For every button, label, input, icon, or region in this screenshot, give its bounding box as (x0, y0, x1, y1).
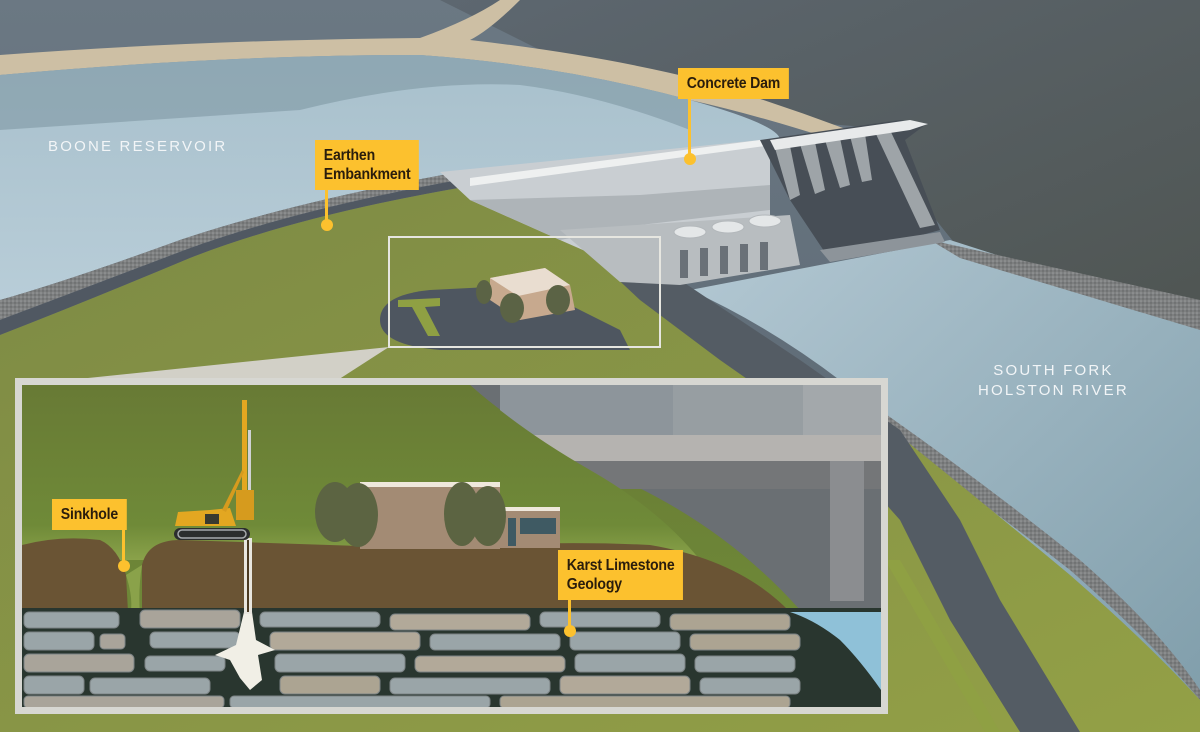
spillway-piers (775, 130, 935, 228)
far-shoreline (0, 0, 900, 162)
callout-label: Sinkhole (52, 499, 127, 530)
soil-layer (22, 538, 128, 612)
parking-island (398, 298, 440, 336)
callout-label-line2: Embankment (323, 166, 411, 183)
callout-leader-line (688, 98, 691, 158)
dam-lower-step (470, 185, 770, 240)
river-label-line2: HOLSTON RIVER (978, 382, 1129, 399)
sinkhole-cavity (126, 565, 142, 615)
building-trees (476, 280, 570, 323)
surge-tanks (673, 214, 782, 239)
callout-label: Karst Limestone Geology (558, 550, 684, 600)
river-riprap (930, 240, 1200, 330)
reservoir-reflection (0, 55, 690, 130)
access-road (560, 225, 1080, 732)
callout-leader-line (568, 600, 571, 630)
reservoir-label: BOONE RESERVOIR (48, 138, 228, 155)
river-bank-riprap (880, 410, 1200, 700)
inset-building-window (520, 518, 556, 534)
grout-injection (215, 612, 275, 690)
callout-label-line1: Karst Limestone (566, 557, 675, 574)
powerhouse-bays (680, 242, 768, 278)
inset-trees (315, 482, 506, 547)
callout-leader-line (122, 529, 125, 564)
callout-label: Earthen Embankment (315, 140, 420, 190)
callout-dot (118, 560, 130, 572)
callout-dot (321, 219, 333, 231)
stilling-basin (820, 232, 945, 262)
callout-leader-line (325, 190, 328, 225)
callout-dot (564, 625, 576, 637)
river-label-line1: SOUTH FORK (993, 362, 1114, 379)
callout-label: Concrete Dam (678, 68, 789, 99)
embankment-road (0, 178, 470, 335)
callout-dot (684, 153, 696, 165)
limestone-blocks (23, 609, 801, 707)
right-mountain (440, 0, 1200, 330)
drilling-rig (174, 400, 254, 540)
inset-dam-beam (520, 435, 881, 461)
geology-inset (15, 378, 888, 714)
inset-dam-pier (830, 461, 864, 601)
spillway-deck (770, 120, 928, 150)
callout-label-line2: Geology (566, 576, 622, 593)
inset-connector (20, 347, 389, 385)
dam-crest (470, 140, 765, 186)
road-stripe (885, 560, 1000, 732)
detail-marker-frame (388, 236, 661, 348)
callout-label-line1: Earthen (323, 147, 375, 164)
river-label: SOUTH FORK HOLSTON RIVER (978, 361, 1129, 401)
inset-river (790, 612, 881, 690)
embankment-riprap (0, 170, 470, 320)
